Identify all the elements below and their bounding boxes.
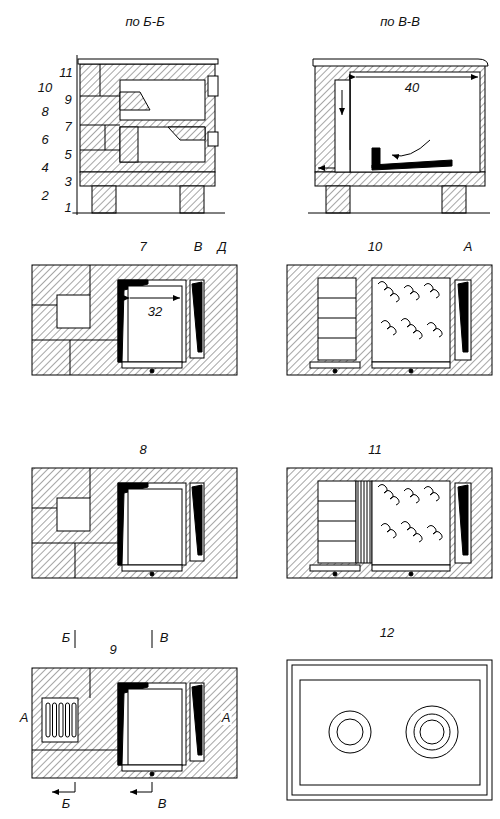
- row-number: 11: [58, 66, 74, 80]
- callout-label: Б: [61, 631, 71, 645]
- callout-label: А: [463, 240, 474, 254]
- callout-label: 9: [108, 643, 117, 657]
- row-number: 10: [37, 81, 53, 95]
- callout-label: Д: [216, 240, 227, 254]
- row-number: 3: [63, 175, 72, 189]
- row-number: 5: [63, 148, 72, 162]
- callout-label: 12: [379, 626, 395, 640]
- section-title: по Б-Б: [124, 15, 165, 29]
- callout-label: 10: [367, 240, 383, 254]
- row-number: 8: [40, 105, 49, 119]
- callout-label: В: [157, 797, 168, 811]
- callout-label: В: [159, 631, 170, 645]
- callout-label: 7: [138, 240, 147, 254]
- callout-label: 32: [147, 305, 163, 319]
- row-number: 2: [40, 189, 49, 203]
- section-title: по В-В: [379, 15, 421, 29]
- row-number: 1: [63, 201, 72, 215]
- callout-label: Б: [61, 797, 71, 811]
- row-number: 6: [40, 133, 49, 147]
- row-number: 4: [40, 161, 49, 175]
- callout-label: В: [193, 240, 204, 254]
- callout-label: 40: [404, 81, 420, 95]
- callout-label: 8: [138, 443, 147, 457]
- row-number: 7: [63, 120, 72, 134]
- callout-label: А: [221, 711, 232, 725]
- callout-label: А: [19, 711, 30, 725]
- callout-label: 11: [367, 443, 383, 457]
- row-number: 9: [63, 93, 72, 107]
